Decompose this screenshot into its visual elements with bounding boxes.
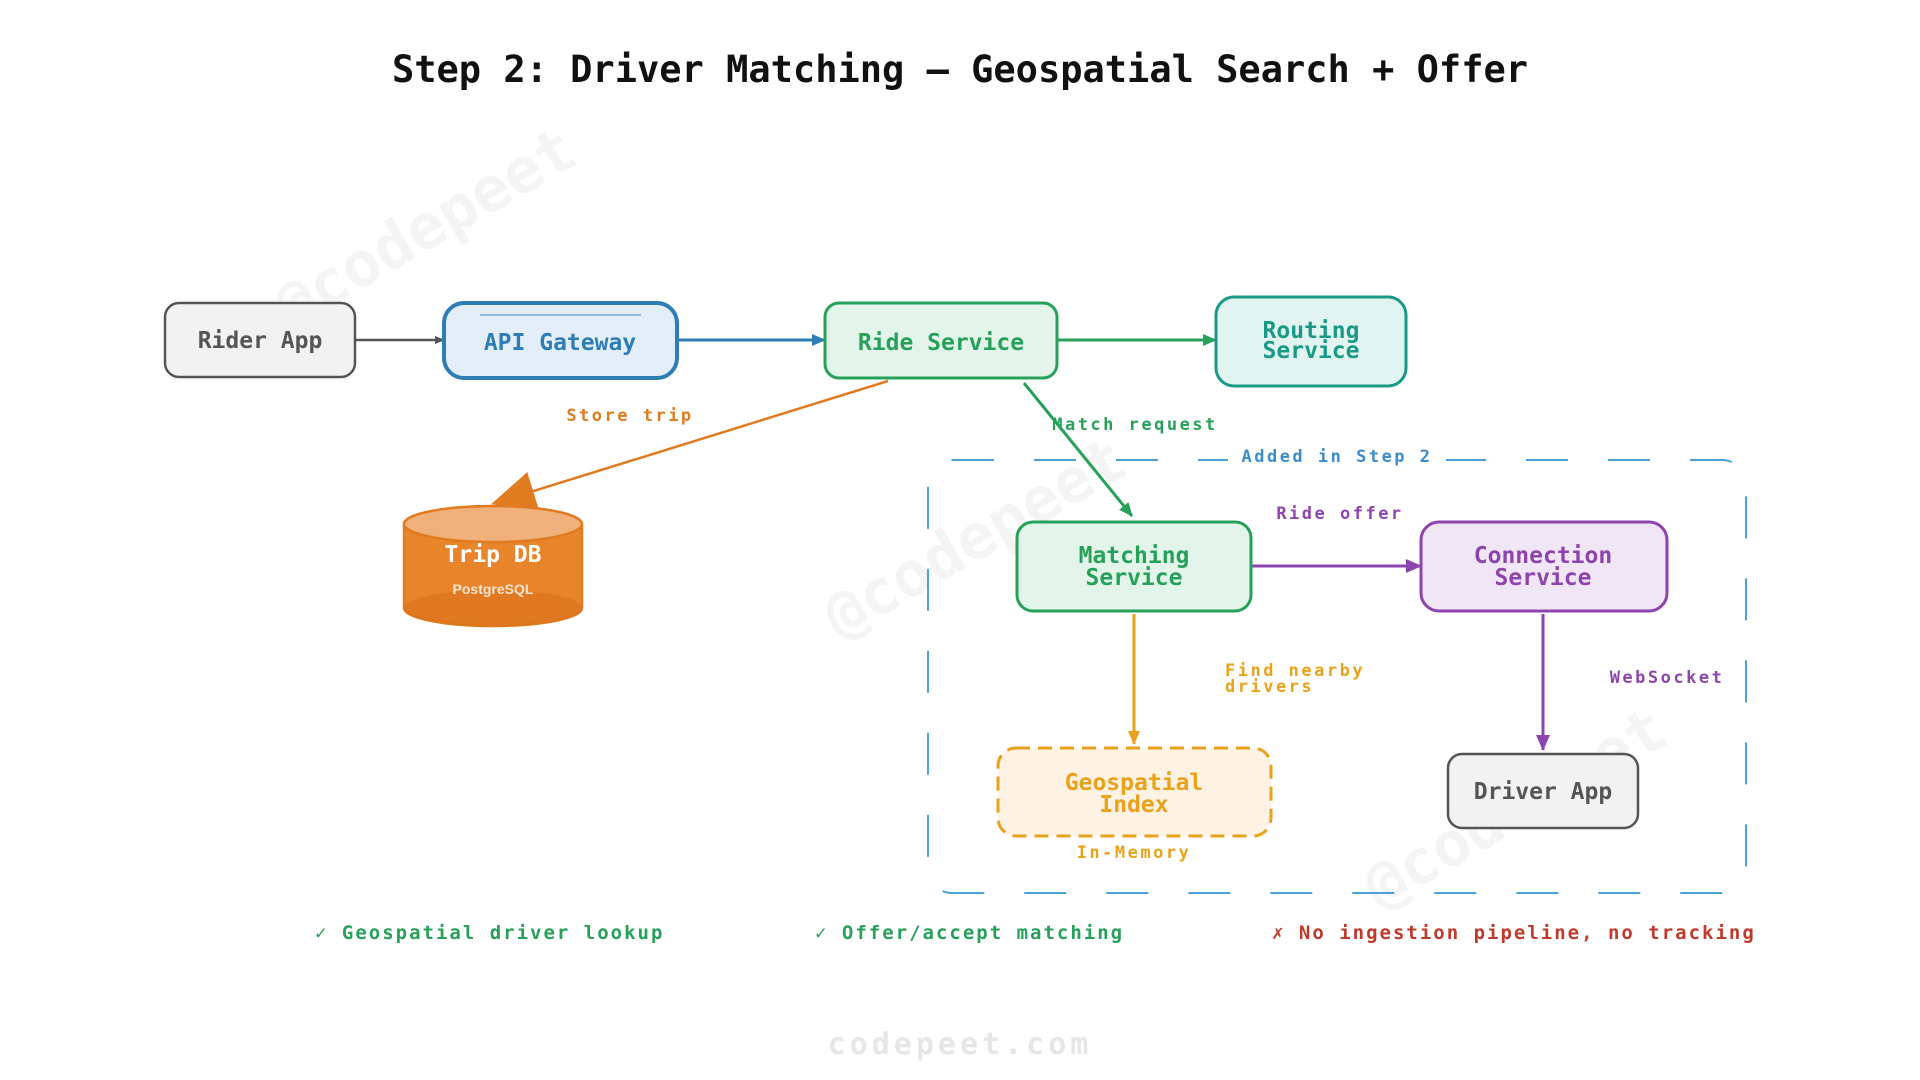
connection-service-label-line2: Service: [1495, 565, 1592, 591]
connection-service-node: Connection Service: [1419, 520, 1669, 613]
step2-group-border: [927, 459, 1747, 894]
geospatial-index-label-line2: Index: [1099, 792, 1168, 818]
group-label-backdrop: [1228, 444, 1446, 476]
routing-service-label-line2: Service: [1263, 338, 1360, 364]
matching-service-label-line1: Matching: [1079, 543, 1190, 569]
connection-service-label-line1: Connection: [1474, 543, 1612, 569]
status-item: ✗ No ingestion pipeline, no tracking: [1272, 922, 1756, 944]
status-item: ✓ Geospatial driver lookup: [315, 922, 664, 944]
geospatial-index-label-line1: Geospatial: [1065, 770, 1203, 796]
edge-store-trip: [491, 379, 889, 511]
matching-service-label-line2: Service: [1086, 565, 1183, 591]
trip-db-sublabel: PostgreSQL: [453, 581, 534, 597]
driver-app-node: Driver App: [1446, 752, 1640, 830]
ride-service-label: Ride Service: [858, 330, 1024, 356]
rider-app-label: Rider App: [198, 328, 323, 354]
matching-service-node: Matching Service: [1015, 520, 1253, 613]
edge-label-find-nearby-line1: Find nearby: [1225, 661, 1365, 681]
trip-db-label: Trip DB: [445, 542, 542, 568]
edge-label-match-request: Match request: [1052, 415, 1218, 435]
status-item: ✓ Offer/accept matching: [815, 922, 1124, 944]
edge-label-websocket: WebSocket: [1610, 668, 1725, 688]
edge-match-request: [1022, 382, 1134, 517]
footer-brand: codepeet.com: [828, 1027, 1093, 1062]
routing-service-node: Routing Service: [1214, 295, 1408, 388]
edge-label-ride-offer: Ride offer: [1276, 504, 1403, 524]
ride-service-node: Ride Service: [823, 301, 1059, 380]
geospatial-index-sublabel: In-Memory: [1077, 843, 1192, 863]
driver-app-label: Driver App: [1474, 779, 1612, 805]
routing-service-label-line1: Routing: [1263, 318, 1360, 344]
api-gateway-node: API Gateway: [442, 301, 679, 380]
geospatial-index-node: Geospatial Index In-Memory: [996, 746, 1273, 863]
edge-label-find-nearby-line2: drivers: [1225, 677, 1314, 697]
edge-label-store-trip: Store trip: [566, 406, 693, 426]
rider-app-node: Rider App: [163, 301, 357, 379]
api-gateway-label: API Gateway: [484, 330, 636, 356]
trip-db-node: Trip DB PostgreSQL: [402, 504, 584, 628]
group-label: Added in Step 2: [1241, 447, 1432, 467]
diagram-title: Step 2: Driver Matching — Geospatial Sea…: [391, 48, 1529, 91]
